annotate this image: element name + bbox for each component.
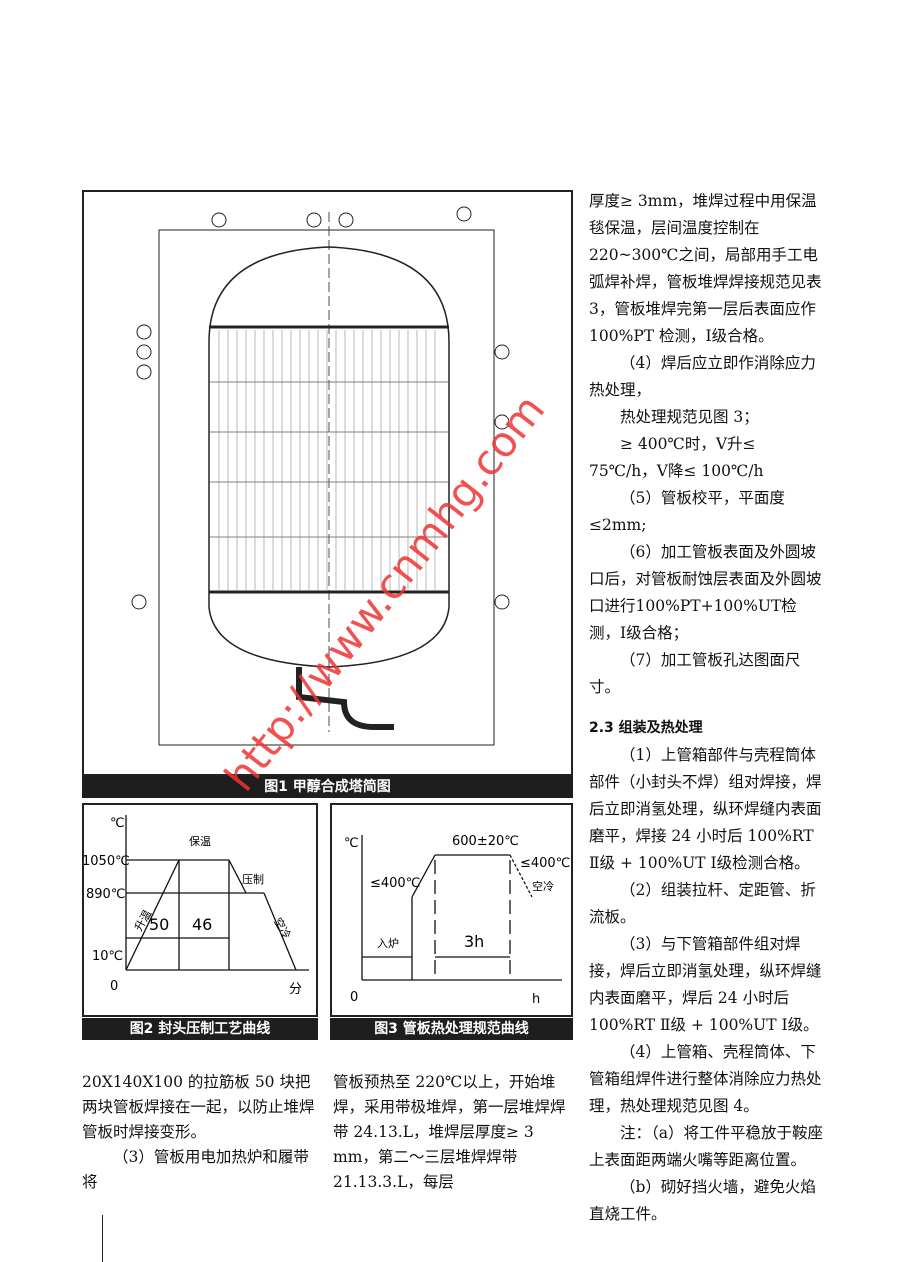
origin: 0 xyxy=(110,979,118,994)
temp-1050: 1050℃ xyxy=(84,854,130,869)
out-temp: ≤400℃ xyxy=(520,856,570,871)
duration-3h: 3h xyxy=(464,932,484,951)
vessel-diagram xyxy=(131,206,510,746)
footer-divider xyxy=(102,1215,103,1262)
y-unit: ℃ xyxy=(110,816,125,831)
duration-46: 46 xyxy=(192,915,212,934)
x-unit: 分 xyxy=(289,982,302,997)
press-label: 压制 xyxy=(242,873,264,886)
paragraph: 20X140X100 的拉筋板 50 块把两块管板焊接在一起，以防止堆焊管板时焊… xyxy=(82,1073,315,1141)
paragraph: （5）管板校平，平面度≤2mm; xyxy=(589,489,785,534)
in-furnace-label: 入炉 xyxy=(377,937,399,950)
paragraph: （4）焊后应立即作消除应力热处理， xyxy=(589,354,816,399)
paragraph: （7）加工管板孔达图面尺寸。 xyxy=(589,651,801,696)
paragraph: （3）管板用电加热炉和履带将 xyxy=(82,1148,309,1191)
paragraph: （3）与下管箱部件组对焊接，焊后立即消氢处理，纵环焊缝内表面磨平，焊后 24 小… xyxy=(589,935,822,1034)
in-temp: ≤400℃ xyxy=(370,876,420,891)
paragraph: （2）组装拉杆、定距管、折流板。 xyxy=(589,881,816,926)
figure1-vessel-drawing xyxy=(82,190,573,776)
left-column-text: 20X140X100 的拉筋板 50 块把两块管板焊接在一起，以防止堆焊管板时焊… xyxy=(82,1070,318,1195)
figure3-chart: ℃ 600±20℃ ≤400℃ ≤400℃ 空冷 入炉 3h 0 h xyxy=(330,803,573,1017)
middle-column-text: 管板预热至 220℃以上，开始堆焊，采用带极堆焊，第一层堆焊焊带 24.13.L… xyxy=(333,1070,573,1195)
figure2-chart: ℃ 1050℃ 890℃ 10℃ 0 分 保温 压制 升温 空冷 50 46 xyxy=(82,803,318,1017)
origin: 0 xyxy=(350,990,358,1005)
cool-label: 空冷 xyxy=(532,879,554,893)
hold-temp: 600±20℃ xyxy=(452,834,519,849)
hold-label: 保温 xyxy=(189,834,211,848)
figure1-caption: 图1 甲醇合成塔简图 xyxy=(82,776,573,798)
paragraph: 管板预热至 220℃以上，开始堆焊，采用带极堆焊，第一层堆焊焊带 24.13.L… xyxy=(333,1073,566,1191)
figure3-caption: 图3 管板热处理规范曲线 xyxy=(330,1018,573,1040)
paragraph: （b）砌好挡火墙，避免火焰直烧工件。 xyxy=(589,1178,816,1223)
temp-890: 890℃ xyxy=(86,887,125,902)
paragraph: （1）上管箱部件与壳程筒体部件（小封头不焊）组对焊接，焊后立即消氢处理，纵环焊缝… xyxy=(589,746,822,872)
paragraph: ≥ 400℃时，V升≤ 75℃/h，V降≤ 100℃/h xyxy=(589,435,764,480)
cool-label: 空冷 xyxy=(271,915,294,941)
paragraph: 厚度≥ 3mm，堆焊过程中用保温毯保温，层间温度控制在 220~300℃之间，局… xyxy=(589,192,822,345)
duration-50: 50 xyxy=(149,915,169,934)
paragraph: （4）上管箱、壳程筒体、下管箱组焊件进行整体消除应力热处理，热处理规范见图 4。 xyxy=(589,1043,822,1115)
temp-10: 10℃ xyxy=(92,949,123,964)
paragraph: （6）加工管板表面及外圆坡口后，对管板耐蚀层表面及外圆坡口进行100%PT+10… xyxy=(589,543,822,642)
paragraph: 热处理规范见图 3； xyxy=(620,408,759,426)
paragraph: 注：（a）将工件平稳放于鞍座上表面距两端火嘴等距离位置。 xyxy=(589,1124,823,1169)
figure2-caption: 图2 封头压制工艺曲线 xyxy=(82,1018,318,1040)
right-column-text: 厚度≥ 3mm，堆焊过程中用保温毯保温，层间温度控制在 220~300℃之间，局… xyxy=(589,188,825,1228)
y-unit: ℃ xyxy=(344,836,359,851)
section-heading: 2.3 组装及热处理 xyxy=(589,720,703,736)
x-unit: h xyxy=(532,992,540,1007)
